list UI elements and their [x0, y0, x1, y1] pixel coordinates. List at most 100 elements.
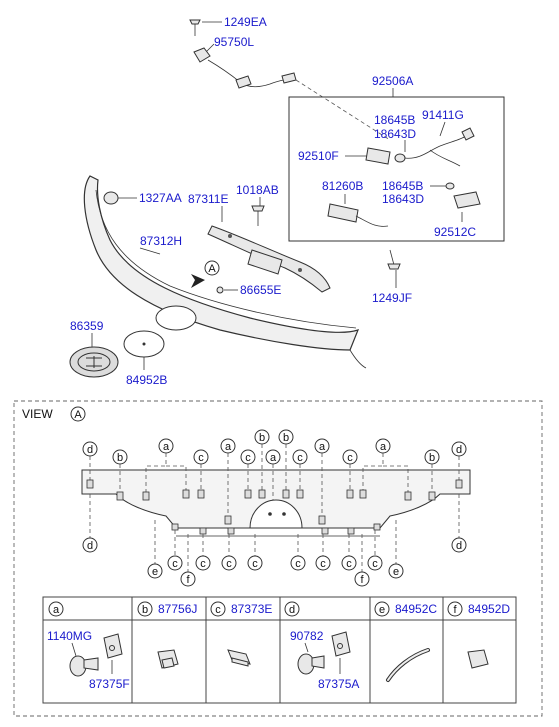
- legend-header-c: c 87373E: [210, 601, 272, 617]
- bolt-1018AB-icon: [251, 205, 265, 226]
- callout-bottom-d-right[interactable]: d: [451, 494, 467, 553]
- label-91411G[interactable]: 91411G: [422, 108, 464, 122]
- callout-top-c-2[interactable]: c: [342, 449, 358, 494]
- strip-84952C-icon: [386, 648, 430, 682]
- callout-top-a-2[interactable]: a: [220, 438, 236, 520]
- svg-text:f: f: [453, 604, 457, 616]
- svg-text:c: c: [226, 558, 232, 570]
- emblem-86359-icon: [69, 346, 119, 378]
- callout-top-b-2[interactable]: b: [254, 429, 270, 494]
- callout-bottom-c-7[interactable]: c: [341, 534, 357, 571]
- view-title: VIEW: [22, 407, 53, 421]
- callout-top-a-3[interactable]: a: [314, 438, 330, 520]
- callout-top-d-left[interactable]: d: [82, 441, 98, 480]
- legend-table: [42, 596, 517, 704]
- label-1327AA[interactable]: 1327AA: [139, 191, 182, 205]
- legend-header-e: e 84952C: [374, 601, 437, 617]
- wire-harness-95750L-icon: [193, 47, 297, 89]
- label-92506A[interactable]: 92506A: [372, 74, 413, 88]
- garnish-87311E-icon: [207, 225, 331, 293]
- svg-text:d: d: [289, 604, 295, 616]
- svg-text:c: c: [198, 452, 204, 464]
- label-1249EA[interactable]: 1249EA: [224, 15, 267, 29]
- svg-text:a: a: [380, 441, 387, 453]
- legend-part-90782[interactable]: 90782: [290, 629, 324, 643]
- label-87311E[interactable]: 87311E: [188, 192, 228, 206]
- callout-top-a-1[interactable]: a: [145, 438, 187, 496]
- callout-bottom-c-3[interactable]: c: [221, 534, 237, 571]
- legend-header-a: a: [48, 601, 64, 617]
- label-18645B-2[interactable]: 18645B: [382, 179, 423, 193]
- svg-text:d: d: [456, 540, 462, 552]
- callout-bottom-f-left[interactable]: f: [180, 534, 196, 587]
- svg-text:e: e: [379, 604, 385, 616]
- svg-text:c: c: [346, 558, 352, 570]
- callout-top-b-4[interactable]: b: [424, 449, 440, 496]
- callout-top-c-1[interactable]: c: [193, 449, 209, 494]
- callout-bottom-c-4[interactable]: c: [247, 534, 263, 571]
- legend-part-87373E[interactable]: 87373E: [231, 602, 272, 616]
- svg-text:b: b: [117, 452, 123, 464]
- label-92512C[interactable]: 92512C: [434, 225, 476, 239]
- callout-top-b-1[interactable]: b: [112, 449, 128, 496]
- label-86359[interactable]: 86359: [70, 319, 104, 333]
- svg-text:c: c: [252, 558, 258, 570]
- callout-bottom-c-6[interactable]: c: [315, 534, 331, 571]
- callout-bottom-d-left[interactable]: d: [82, 494, 98, 553]
- callout-bottom-f-right[interactable]: f: [354, 534, 370, 587]
- svg-text:e: e: [152, 566, 158, 578]
- tailgate-inner-view-icon: [81, 469, 471, 537]
- label-84952B[interactable]: 84952B: [126, 373, 167, 387]
- svg-text:d: d: [456, 444, 462, 456]
- legend-header-d: d: [284, 601, 300, 617]
- svg-text:c: c: [297, 452, 303, 464]
- svg-text:d: d: [87, 540, 93, 552]
- callout-top-d-right[interactable]: d: [451, 441, 467, 480]
- svg-text:c: c: [347, 452, 353, 464]
- legend-part-87375A[interactable]: 87375A: [318, 677, 359, 691]
- svg-text:f: f: [186, 574, 190, 586]
- label-87312H[interactable]: 87312H: [140, 234, 182, 248]
- label-81260B[interactable]: 81260B: [322, 179, 363, 193]
- view-a-callout[interactable]: A: [191, 260, 220, 288]
- legend-part-84952C[interactable]: 84952C: [395, 602, 437, 616]
- legend-part-84952D[interactable]: 84952D: [468, 602, 510, 616]
- pad-87375A-icon: [331, 631, 351, 657]
- svg-text:f: f: [360, 574, 364, 586]
- svg-text:c: c: [245, 452, 251, 464]
- label-1249JF[interactable]: 1249JF: [372, 291, 412, 305]
- label-18643D-1[interactable]: 18643D: [374, 127, 416, 141]
- callout-bottom-c-5[interactable]: c: [290, 534, 306, 571]
- label-18645B-1[interactable]: 18645B: [374, 113, 415, 127]
- callout-bottom-e-right[interactable]: e: [388, 520, 404, 579]
- screw-1249EA-icon: [189, 19, 201, 36]
- clip-90782-icon: [297, 653, 325, 675]
- svg-text:c: c: [372, 558, 378, 570]
- callout-top-b-3[interactable]: b: [278, 429, 294, 494]
- callout-bottom-c-8[interactable]: c: [367, 530, 383, 571]
- view-a-frame: [13, 400, 543, 717]
- label-92510F[interactable]: 92510F: [298, 149, 339, 163]
- license-lamp-92512C-icon: [445, 182, 481, 209]
- clip-1140MG-icon: [69, 655, 99, 677]
- callout-bottom-e-left[interactable]: e: [147, 520, 163, 579]
- svg-text:b: b: [429, 452, 435, 464]
- svg-text:c: c: [200, 558, 206, 570]
- label-18643D-2[interactable]: 18643D: [382, 192, 424, 206]
- svg-text:c: c: [215, 604, 221, 616]
- label-95750L[interactable]: 95750L: [214, 35, 254, 49]
- callout-top-c-3[interactable]: c: [292, 449, 308, 494]
- label-86655E[interactable]: 86655E: [240, 283, 281, 297]
- legend-part-1140MG[interactable]: 1140MG: [47, 629, 92, 643]
- callout-bottom-c-1[interactable]: c: [167, 530, 183, 571]
- clip-1327AA-icon: [103, 191, 119, 205]
- clip-87373E-icon: [227, 649, 251, 667]
- callout-top-a-5[interactable]: a: [265, 449, 281, 500]
- callout-top-a-4[interactable]: a: [362, 438, 409, 496]
- legend-part-87756J[interactable]: 87756J: [158, 602, 197, 616]
- svg-text:c: c: [320, 558, 326, 570]
- callout-top-c-4[interactable]: c: [240, 449, 256, 494]
- label-1018AB[interactable]: 1018AB: [236, 183, 279, 197]
- callout-bottom-c-2[interactable]: c: [195, 534, 211, 571]
- legend-part-87375F[interactable]: 87375F: [89, 677, 130, 691]
